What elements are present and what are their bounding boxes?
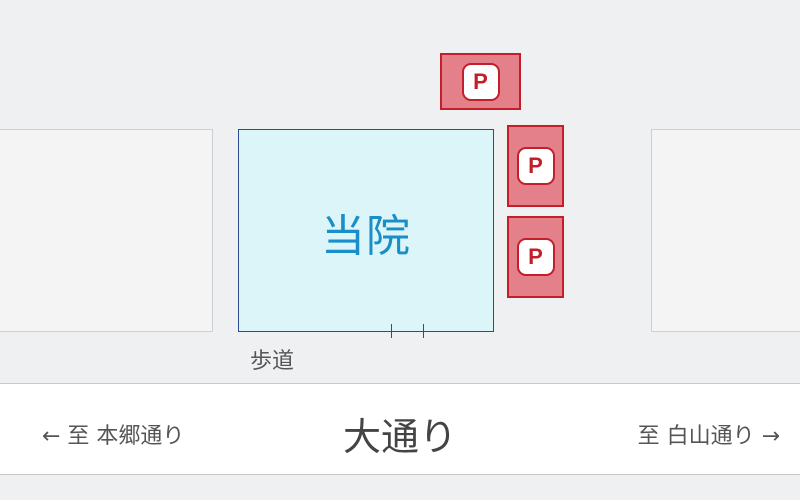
entrance-marker-left xyxy=(391,324,392,338)
entrance-marker-right xyxy=(423,324,424,338)
parking-space-1: P xyxy=(440,53,521,110)
parking-icon: P xyxy=(461,62,500,101)
main-road: ← 至 本郷通り 大通り 至 白山通り → xyxy=(0,383,800,475)
neighbor-building-left xyxy=(0,129,213,332)
parking-icon: P xyxy=(516,238,555,276)
parking-space-2: P xyxy=(507,125,564,207)
clinic-label: 当院 xyxy=(321,211,411,262)
parking-icon: P xyxy=(516,147,555,185)
parking-space-3: P xyxy=(507,216,564,298)
road-name: 大通り xyxy=(342,415,457,459)
direction-left-label: ← 至 本郷通り xyxy=(42,424,185,449)
neighbor-building-right xyxy=(651,129,800,332)
direction-right-label: 至 白山通り → xyxy=(637,424,780,449)
clinic-building: 当院 xyxy=(238,129,494,332)
sidewalk-label: 歩道 xyxy=(250,349,295,374)
